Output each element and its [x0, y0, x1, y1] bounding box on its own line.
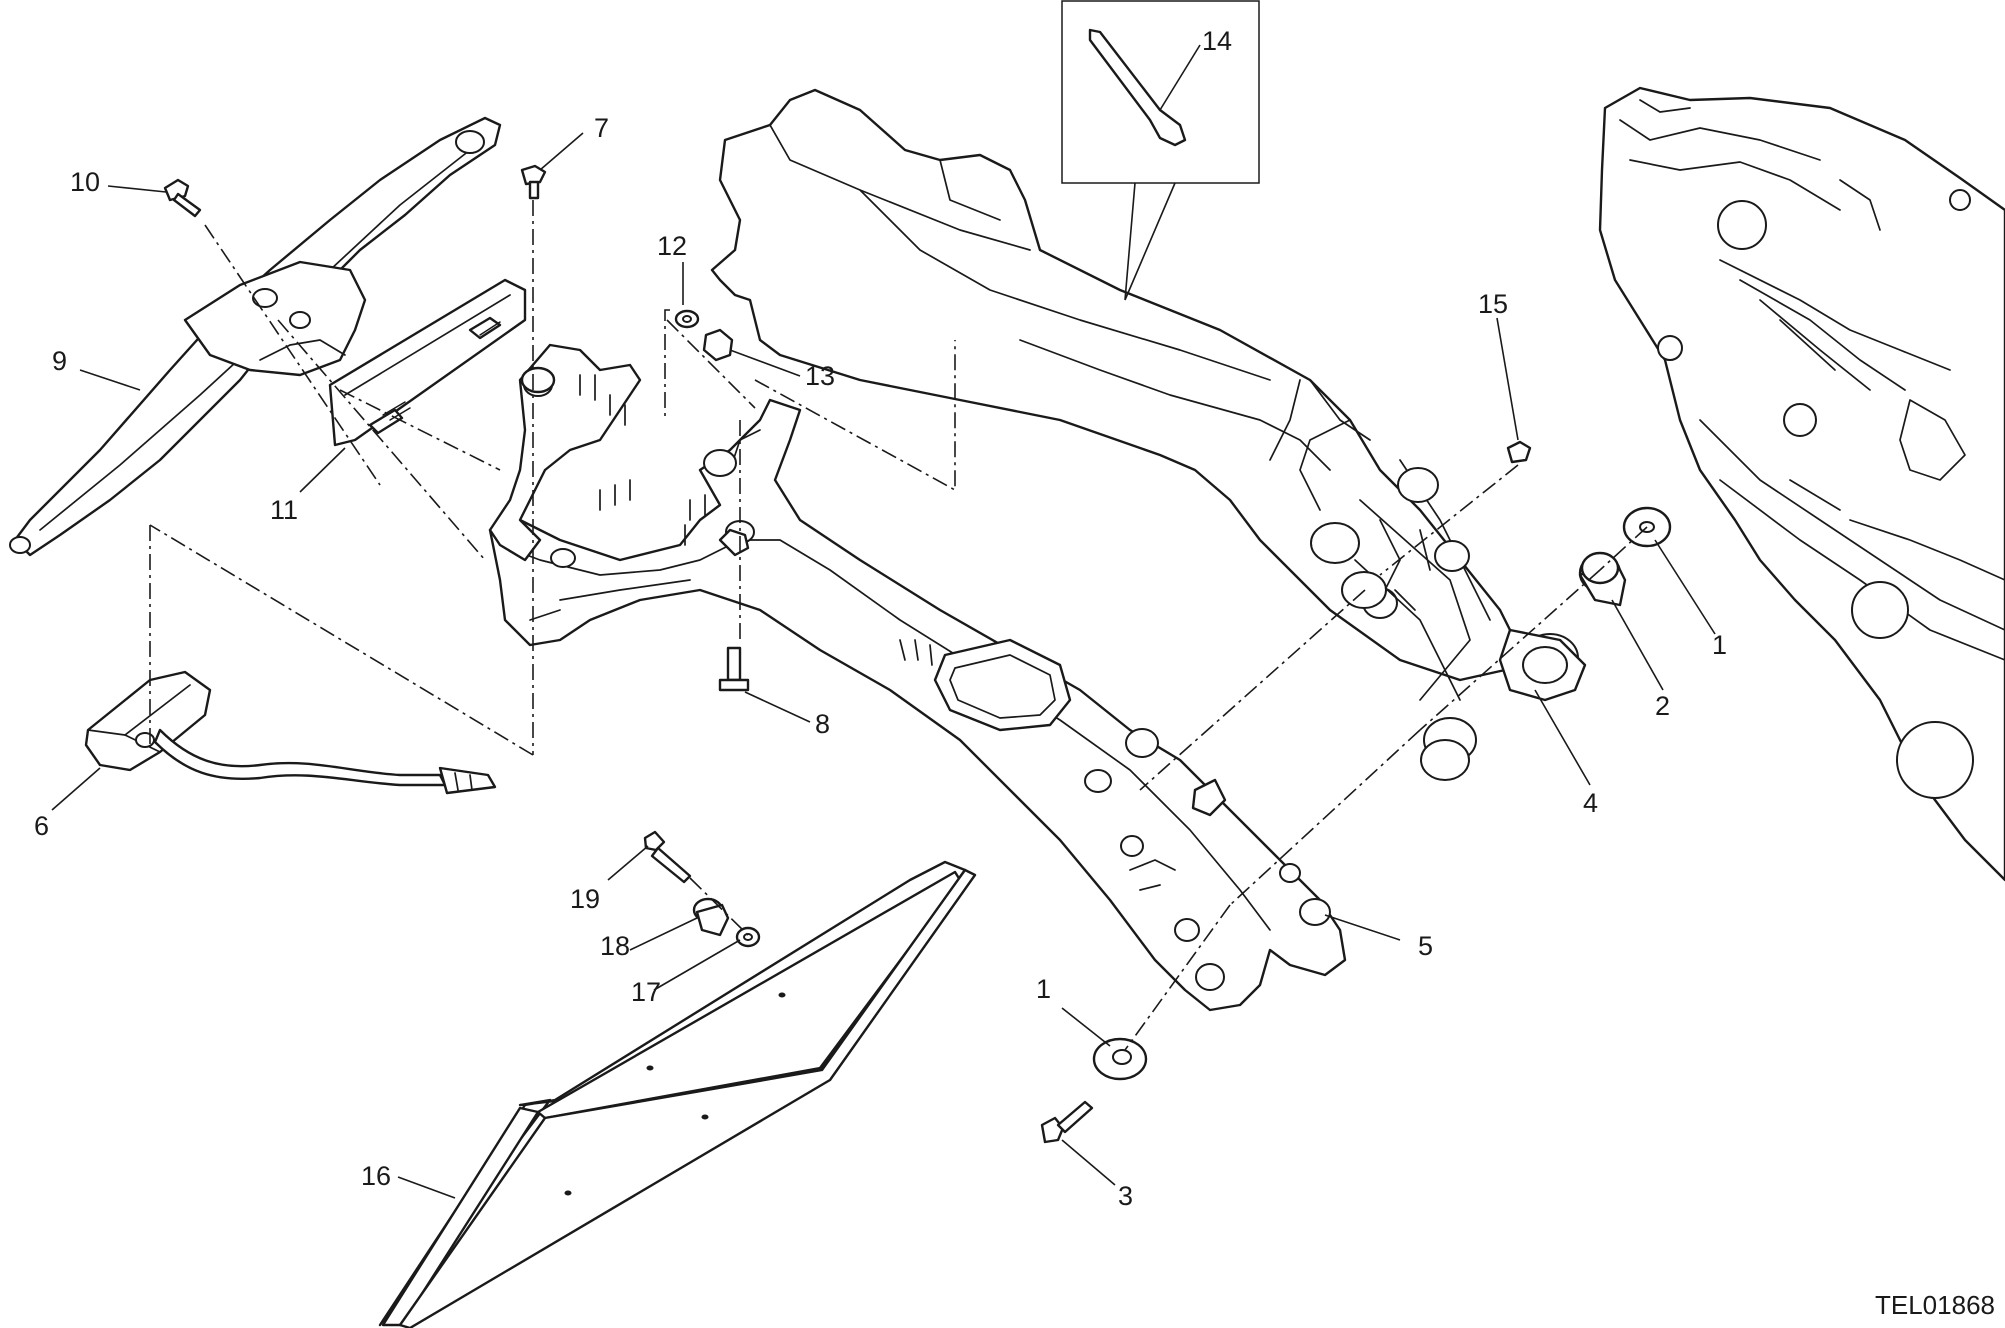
label-6: 6 — [34, 811, 49, 841]
license-plate-holder — [488, 343, 1347, 1012]
label-8: 8 — [815, 709, 830, 739]
label-19: 19 — [570, 884, 600, 914]
drawing-code: TEL01868 — [1875, 1290, 1995, 1320]
hardware — [163, 28, 1672, 1144]
label-2: 2 — [1655, 691, 1670, 721]
label-17: 17 — [631, 977, 661, 1007]
detail-inset-box — [1061, 0, 1260, 184]
label-14: 14 — [1202, 26, 1232, 56]
label-15: 15 — [1478, 289, 1508, 319]
label-10: 10 — [70, 167, 100, 197]
inset-leader — [1124, 182, 1176, 301]
label-4: 4 — [1583, 788, 1598, 818]
assembly-axis-lines — [149, 200, 1648, 1051]
number-plate — [378, 860, 977, 1328]
label-12: 12 — [657, 231, 687, 261]
tail-light-bracket — [9, 116, 502, 557]
callout-leaders — [51, 44, 1716, 1199]
rear-cover — [710, 88, 1587, 781]
label-9: 9 — [52, 346, 67, 376]
part-number-labels: 1 1 2 3 4 5 6 7 8 9 10 11 12 13 14 15 16… — [34, 26, 1727, 1211]
label-18: 18 — [600, 931, 630, 961]
label-1-bottom: 1 — [1036, 974, 1051, 1004]
label-3: 3 — [1118, 1181, 1133, 1211]
rear-frame — [1598, 86, 2005, 882]
label-16: 16 — [361, 1161, 391, 1191]
label-13: 13 — [805, 361, 835, 391]
label-11: 11 — [270, 495, 298, 525]
light-module — [84, 670, 497, 795]
label-7: 7 — [594, 113, 609, 143]
reflector — [328, 278, 527, 447]
label-1-right: 1 — [1712, 630, 1727, 660]
label-5: 5 — [1418, 931, 1433, 961]
